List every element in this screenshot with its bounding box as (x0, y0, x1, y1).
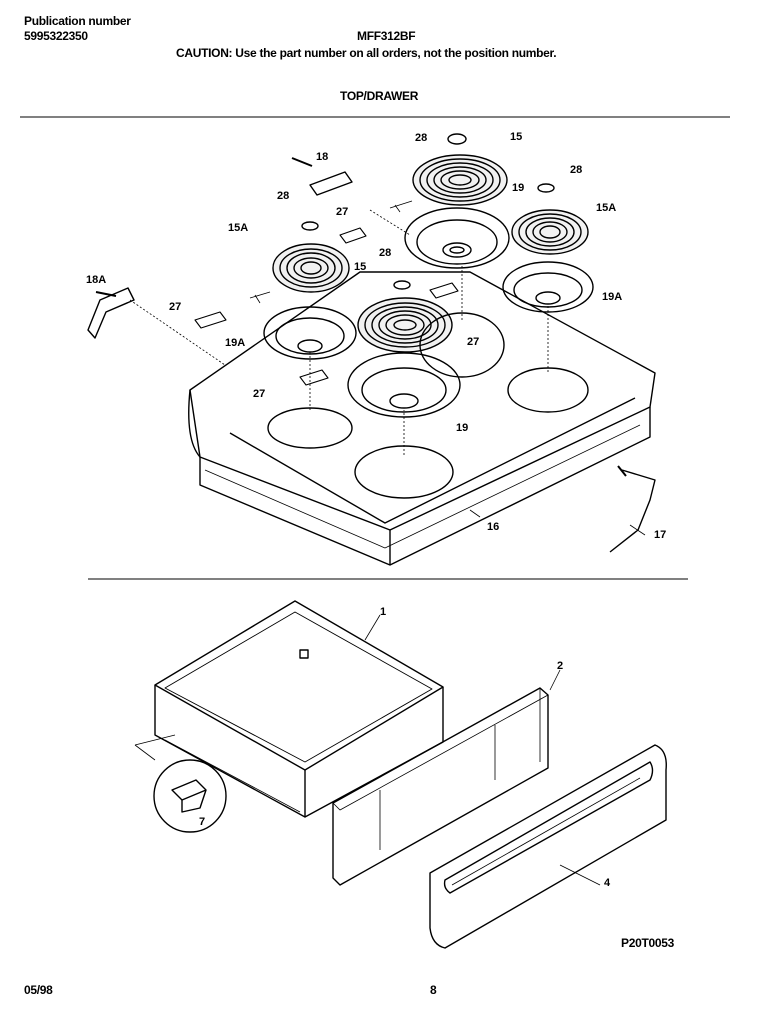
trim-ring-right (537, 183, 555, 193)
callout-16: 16 (487, 521, 500, 533)
drawer-front (429, 744, 667, 949)
trim-ring-middle (393, 280, 411, 290)
callout-27-right: 27 (467, 336, 480, 348)
callout-28-right: 28 (570, 164, 583, 176)
callout-28-middle: 28 (379, 247, 392, 259)
leader-lines (129, 209, 549, 455)
callout-19a-left: 19A (225, 337, 246, 349)
callout-15-middle: 15 (354, 261, 367, 273)
callout-27-left: 27 (336, 206, 349, 218)
callout-18-top: 18 (316, 151, 329, 163)
cooktop (188, 271, 656, 566)
callout-27-far-left: 27 (169, 301, 182, 313)
coil-element-small-left (272, 243, 350, 293)
drawer-panel (332, 687, 549, 886)
drip-bowl-top (404, 207, 510, 269)
drip-bowl-right (502, 261, 594, 313)
publication-number-label: Publication number (24, 14, 131, 28)
trim-ring-left (301, 221, 319, 231)
revision-date: 05/98 (24, 983, 53, 997)
section-title: TOP/DRAWER (340, 89, 419, 103)
drip-bowl-bottom (347, 352, 461, 418)
diagram-code: P20T0053 (621, 936, 674, 950)
callout-27-bottom: 27 (253, 388, 266, 400)
callout-28-top: 28 (415, 132, 428, 144)
callout-19a-right: 19A (602, 291, 623, 303)
callout-19-bottom: 19 (456, 422, 469, 434)
callout-4: 4 (604, 877, 611, 889)
callout-17: 17 (654, 529, 667, 541)
trim-ring-top (447, 133, 467, 145)
bracket-18 (291, 157, 353, 196)
callout-15a-left: 15A (228, 222, 249, 234)
page-number: 8 (430, 983, 437, 997)
callout-28-left: 28 (277, 190, 290, 202)
callout-7: 7 (199, 816, 206, 828)
drawer-body (134, 600, 444, 818)
callout-18a: 18A (86, 274, 107, 286)
drawer-slide-detail (153, 759, 227, 833)
callout-2: 2 (557, 660, 564, 672)
drip-bowl-left (263, 306, 357, 360)
callout-19-top: 19 (512, 182, 525, 194)
coil-element-small-right (511, 209, 589, 255)
callout-15-top: 15 (510, 131, 523, 143)
support-rod-17 (609, 465, 656, 553)
callout-15a-right: 15A (596, 202, 617, 214)
bracket-18a (87, 287, 135, 339)
receptacle-blocks (194, 200, 459, 386)
callout-1: 1 (380, 606, 387, 618)
publication-number: 5995322350 (24, 29, 88, 43)
caution-note: CAUTION: Use the part number on all orde… (176, 46, 557, 60)
coil-element-large-top (412, 154, 508, 206)
model-number: MFF312BF (357, 29, 416, 43)
coil-element-large-middle (357, 297, 453, 353)
